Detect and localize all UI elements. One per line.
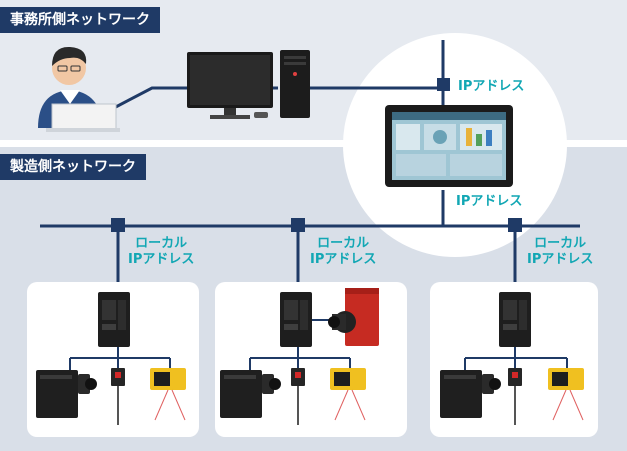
hmi-ip-node-upper (437, 78, 450, 91)
local-ip-label-line1: ローカル (534, 236, 587, 251)
local-ip-node-1 (111, 218, 125, 232)
vision-camera (220, 370, 281, 418)
device-group-2 (215, 282, 407, 437)
office-network-line (109, 40, 445, 226)
vision-camera (36, 370, 97, 418)
laser-sensor (330, 368, 366, 421)
office-network-label: 事務所側ネットワーク (0, 7, 160, 33)
device-group-3 (430, 282, 598, 437)
local-ip-node-2 (291, 218, 305, 232)
local-ip-label-line1: ローカル (135, 236, 188, 251)
office-worker-illustration (38, 46, 120, 132)
laser-sensor (548, 368, 584, 421)
device-group-1 (27, 282, 199, 437)
photoelectric-sensor (111, 368, 125, 425)
local-ip-label-line2: IPアドレス (527, 252, 594, 267)
controller-unit (499, 292, 531, 347)
photoelectric-sensor (508, 368, 522, 425)
photoelectric-sensor (291, 368, 305, 425)
hmi-ip-label-lower: IPアドレス (456, 194, 523, 209)
red-industrial-camera (328, 288, 379, 346)
desktop-monitor (187, 52, 273, 119)
laser-sensor (150, 368, 186, 421)
local-ip-node-3 (508, 218, 522, 232)
local-ip-label-line1: ローカル (317, 236, 370, 251)
local-ip-label-1: ローカル IPアドレス (128, 236, 194, 268)
factory-network-label: 製造側ネットワーク (0, 154, 146, 180)
hmi-touch-panel (385, 105, 513, 187)
vision-camera (440, 370, 501, 418)
network-divider (0, 140, 627, 147)
hmi-ip-label-upper: IPアドレス (458, 79, 525, 94)
controller-unit (98, 292, 130, 347)
local-ip-label-3: ローカル IPアドレス (527, 236, 593, 268)
factory-bus-line (40, 224, 580, 292)
local-ip-label-2: ローカル IPアドレス (310, 236, 376, 268)
local-ip-label-line2: IPアドレス (310, 252, 377, 267)
pc-tower (280, 50, 310, 118)
controller-unit (280, 292, 312, 347)
local-ip-label-line2: IPアドレス (128, 252, 195, 267)
